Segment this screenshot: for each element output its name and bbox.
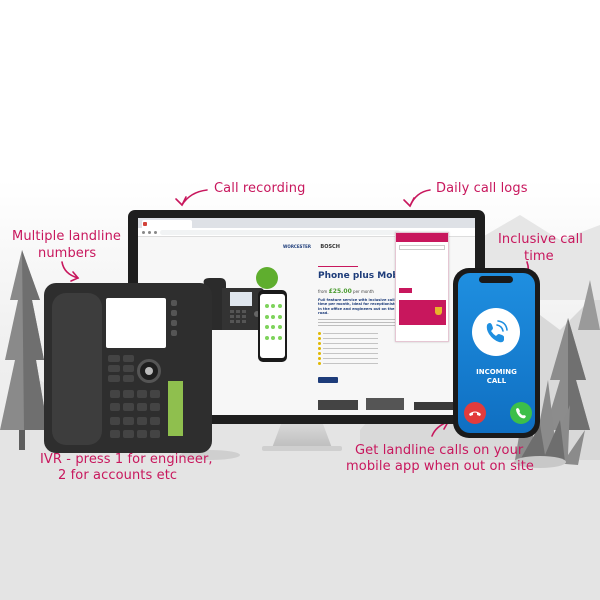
annotation-inclusive-call-line2: time — [524, 249, 554, 264]
web-dialler-panel — [395, 232, 449, 342]
hero-accent-line — [318, 266, 358, 267]
dialler-option — [396, 251, 448, 253]
dialler-header — [396, 233, 448, 242]
desk-phone-keypad — [110, 390, 160, 440]
dialler-number-input[interactable] — [399, 245, 445, 250]
annotation-landline-app-line1: Get landline calls on your — [355, 443, 524, 458]
price-value: £25.00 — [328, 288, 352, 295]
dialler-call-button[interactable] — [399, 288, 412, 293]
brand-logos: WORCESTER BOSCH — [283, 244, 340, 250]
annotation-multiple-landline-line1: Multiple landline — [12, 229, 122, 244]
award-banner — [399, 300, 446, 325]
browser-tab — [142, 220, 192, 228]
website-mobile-image — [258, 290, 287, 362]
desk-phone-function-keys — [108, 355, 134, 382]
monitor-stand — [272, 424, 332, 448]
hero-body-text — [318, 319, 398, 329]
website-price-badge — [256, 267, 278, 289]
annotation-inclusive-call-line1: Inclusive call — [498, 232, 584, 247]
incoming-call-icon — [472, 308, 520, 356]
phone-hangup-icon — [469, 411, 481, 416]
annotation-daily-call-logs: Daily call logs — [436, 181, 528, 196]
desk-phone-display — [106, 298, 166, 348]
brand-worcester: WORCESTER — [283, 244, 311, 249]
price-prefix: from — [318, 289, 328, 294]
desk-phone-side-display — [168, 381, 183, 436]
price-suffix: per month — [353, 289, 374, 294]
website-product-strip — [318, 398, 464, 410]
incoming-call-text: INCOMING CALL — [458, 368, 535, 386]
hero-price: from £25.00 per month — [318, 288, 374, 295]
decline-call-button[interactable] — [464, 402, 486, 424]
phone-answer-icon — [516, 408, 526, 419]
reload-icon — [154, 231, 157, 234]
incoming-call-line1: INCOMING — [476, 368, 517, 376]
annotation-multiple-landline-line2: numbers — [38, 246, 97, 261]
hero-title: Phone plus Mobile App — [318, 271, 435, 281]
incoming-call-line2: CALL — [486, 377, 507, 385]
back-icon — [142, 231, 145, 234]
annotation-ivr-line2: 2 for accounts etc — [58, 468, 178, 483]
url-field — [160, 230, 400, 235]
forward-icon — [148, 231, 151, 234]
browser-tab-bar — [138, 218, 475, 228]
brand-bosch: BOSCH — [320, 244, 340, 250]
desk-phone-nav-button — [137, 359, 161, 383]
favicon-icon — [143, 222, 147, 226]
annotation-landline-app-line2: mobile app when out on site — [346, 459, 534, 474]
trophy-icon — [435, 307, 442, 315]
find-out-more-button[interactable] — [318, 377, 338, 383]
monitor-screen-website: WORCESTER BOSCH Phone plus Mobile Ap — [138, 218, 475, 415]
desk-phone-handset — [52, 293, 102, 445]
browser-address-bar — [138, 228, 475, 237]
annotation-ivr-line1: IVR - press 1 for engineer, — [40, 452, 213, 467]
desk-phone-line-keys — [171, 300, 177, 345]
monitor-base — [262, 446, 342, 451]
website-mobile-keypad — [265, 304, 282, 344]
mobile-notch — [479, 276, 513, 283]
hero-description: Full feature service with inclusive call… — [318, 298, 397, 316]
accept-call-button[interactable] — [510, 402, 532, 424]
feature-list — [318, 331, 398, 366]
dialler-subheader — [396, 242, 448, 244]
annotation-call-recording: Call recording — [214, 181, 306, 196]
